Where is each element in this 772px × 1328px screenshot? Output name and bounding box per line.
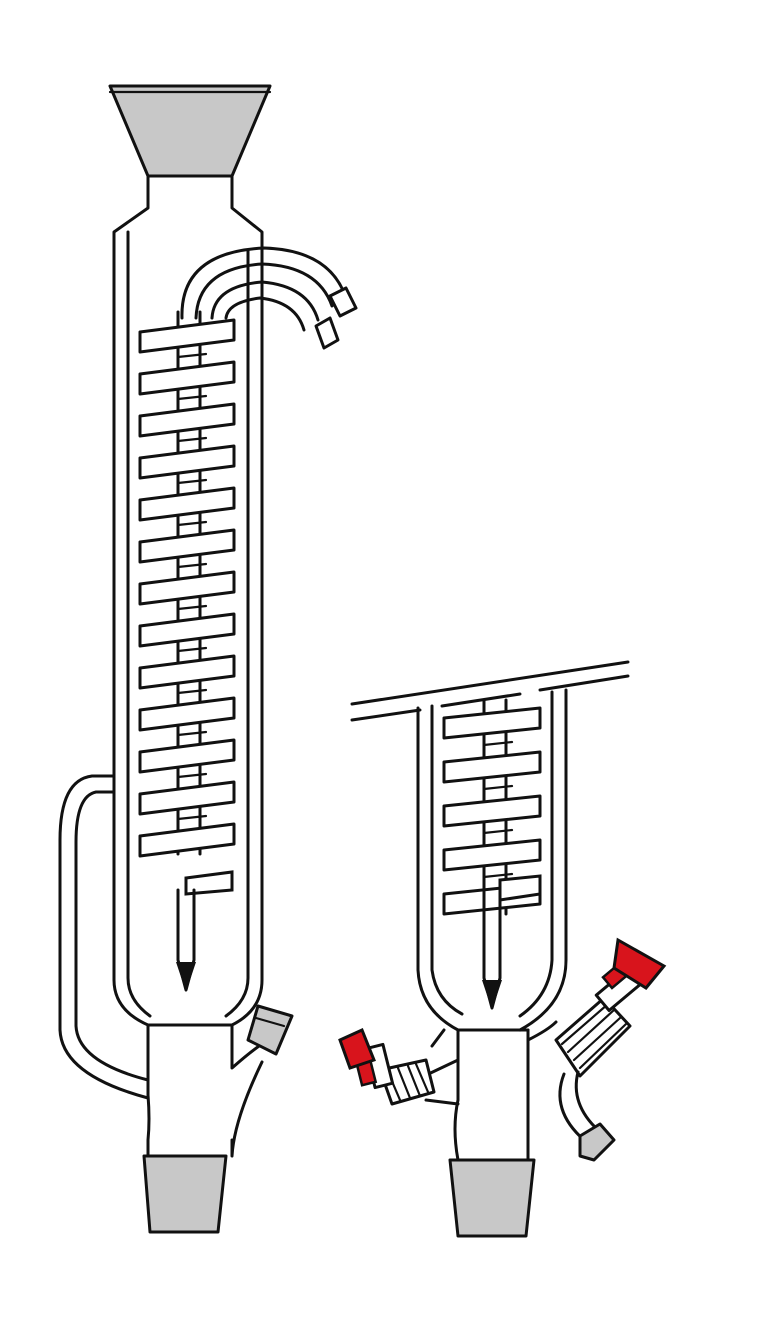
left-stopcock	[338, 1027, 460, 1106]
right-coil-end-stub	[498, 874, 542, 902]
left-coil-turn	[138, 486, 236, 522]
right-coil-turn	[442, 794, 542, 828]
left-coil-turn	[138, 780, 236, 816]
left-coil-connector	[176, 478, 208, 485]
right-arm-joint	[578, 1122, 616, 1162]
right-drip-tip	[482, 886, 502, 1010]
left-coil-connector	[176, 352, 208, 359]
right-coil-turn	[442, 706, 542, 740]
right-coil-connector	[482, 828, 514, 835]
right-coil-connector	[482, 872, 514, 879]
coil-inlet-outlet-tubes	[180, 246, 358, 350]
right-coil-connector	[482, 784, 514, 791]
left-coil-turn	[138, 738, 236, 774]
right-condenser-coil	[442, 698, 542, 916]
left-stopcock-handle	[338, 1027, 376, 1070]
inner-tube	[126, 230, 250, 1018]
cold-finger-condenser-with-stopcocks	[338, 660, 667, 1238]
left-coil-connector	[176, 604, 208, 611]
left-coil-turn	[138, 654, 236, 690]
left-coil-turn	[138, 528, 236, 564]
left-coil-end-stub	[184, 870, 234, 896]
outer-jacket	[112, 174, 264, 1027]
left-coil-turn	[138, 696, 236, 732]
left-coil-turn	[138, 612, 236, 648]
right-lower-adapter	[453, 1028, 530, 1162]
left-coil-connector	[176, 772, 208, 779]
left-coil-connector	[176, 562, 208, 569]
left-coil-turn	[138, 318, 236, 354]
left-coil-connector	[176, 688, 208, 695]
left-coil-connector	[176, 520, 208, 527]
left-coil-connector	[176, 394, 208, 401]
drip-tip	[176, 888, 196, 992]
right-stopcock	[526, 937, 667, 1162]
hose-nozzle-upper	[328, 286, 358, 318]
left-coil-turn	[138, 822, 236, 858]
cold-finger-inner	[430, 690, 554, 1018]
side-bypass-arm	[58, 774, 150, 1100]
cold-finger-jacket	[416, 688, 568, 1032]
left-coil-connector	[176, 646, 208, 653]
left-coil-turn	[138, 444, 236, 480]
right-coil-turn	[442, 838, 542, 872]
left-coil-connector	[176, 730, 208, 737]
left-coil-turn	[138, 402, 236, 438]
left-coil-connector	[176, 814, 208, 821]
bottom-ground-joint	[142, 1154, 228, 1234]
top-ground-joint	[108, 84, 272, 178]
right-stopcock-handle	[612, 937, 667, 990]
right-coil-turn	[442, 750, 542, 784]
left-coil-turn	[138, 360, 236, 396]
top-plate-edge	[350, 660, 630, 722]
right-coil-connector	[482, 740, 514, 747]
left-condenser-coil	[138, 310, 236, 896]
right-bottom-ground-joint	[448, 1158, 536, 1238]
left-coil-connector	[176, 436, 208, 443]
side-joint	[246, 1004, 294, 1056]
coil-condenser-with-side-arm	[58, 84, 358, 1234]
hose-nozzle-lower	[314, 316, 340, 350]
lower-adapter	[146, 1023, 264, 1158]
left-coil-turn	[138, 570, 236, 606]
